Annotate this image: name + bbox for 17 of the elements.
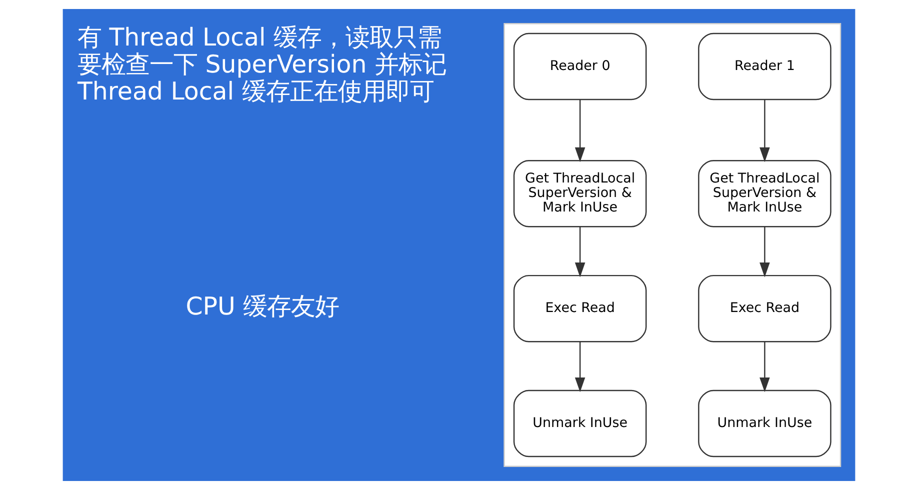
arrow xyxy=(760,341,770,392)
node-box: Exec Read xyxy=(513,274,647,342)
arrow xyxy=(760,98,770,162)
label: CPU 缓存友好 xyxy=(186,291,340,320)
node-box: Reader 0 xyxy=(513,32,647,100)
cluster xyxy=(504,22,842,466)
node-box: Unmark InUse xyxy=(513,389,647,457)
node-box: Get ThreadLocal SuperVersion & Mark InUse xyxy=(698,160,832,227)
arrow xyxy=(574,341,586,392)
arrow xyxy=(574,226,586,277)
arrow xyxy=(760,226,770,277)
arrow xyxy=(574,98,586,162)
node-box: Exec Read xyxy=(698,274,832,342)
node-box: Get ThreadLocal SuperVersion & Mark InUse xyxy=(513,160,647,227)
node-box: Unmark InUse xyxy=(698,389,832,457)
node-box: Reader 1 xyxy=(698,32,832,100)
label: 有 Thread Local 缓存，读取只需要检查一下 SuperVersion 并标记 Thread Local 缓存正在使用即可 xyxy=(77,22,446,105)
